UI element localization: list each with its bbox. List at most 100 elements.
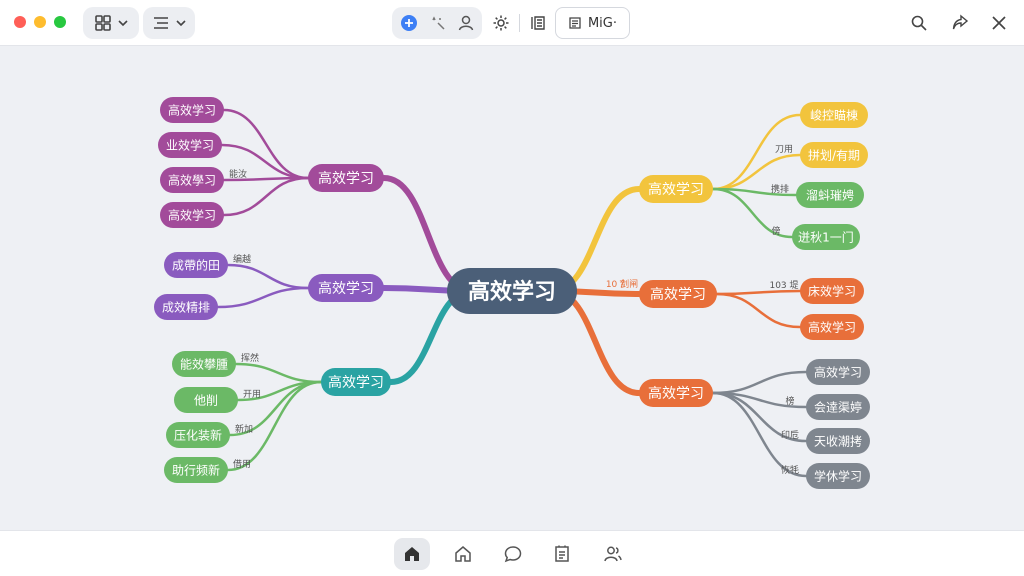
mindmap-canvas[interactable]: 高效学习高效学习高效学习业效学习高效學习能汝高效学习高效学习成帶的田编越成效精排… <box>0 46 1024 530</box>
document-name: MiG· <box>587 15 618 31</box>
branch-node-tl-shape <box>308 164 384 192</box>
doc-icon <box>569 17 581 29</box>
nav-notes-button[interactable] <box>544 538 580 570</box>
child-node-tr-0[interactable]: 峻控瞄棟 <box>800 102 868 128</box>
child-node-tr-2[interactable]: 溜蚪璀娉 <box>796 182 864 208</box>
child-node-mr-1[interactable]: 高效学习 <box>800 314 864 340</box>
child-node-mr-0-shape <box>800 278 864 304</box>
child-connector-tr-3 <box>711 187 794 239</box>
branch-node-ml-shape <box>308 274 384 302</box>
child-tag-bl-0: 挥然 <box>241 352 259 364</box>
book-button[interactable] <box>523 8 553 38</box>
child-connector-br-0 <box>711 370 808 395</box>
window-minimize-dot[interactable] <box>34 16 46 28</box>
child-node-bl-3-shape <box>164 457 228 483</box>
child-node-br-0-label: 高效学习 <box>814 364 862 379</box>
child-node-bl-1[interactable]: 他削 <box>174 387 238 413</box>
nav-home-button[interactable] <box>445 538 481 570</box>
branch-node-mr[interactable]: 高效学习 <box>639 280 717 308</box>
child-node-br-2[interactable]: 天收潮拷 <box>806 428 870 454</box>
branch-node-tl[interactable]: 高效学习 <box>308 164 384 192</box>
settings-button[interactable] <box>486 8 516 38</box>
share-icon <box>952 14 969 30</box>
branch-node-tl-label: 高效学习 <box>318 170 374 187</box>
child-node-mr-0[interactable]: 床效学习 <box>800 278 864 304</box>
child-node-ml-1-label: 成效精排 <box>162 299 210 314</box>
child-node-bl-1-label: 他削 <box>194 393 218 407</box>
magic-icon <box>432 16 445 30</box>
child-node-tr-1[interactable]: 拼划/有期 <box>800 142 868 168</box>
child-node-tl-2[interactable]: 高效學习 <box>160 167 224 193</box>
branch-node-bl-label: 高效学习 <box>328 374 384 391</box>
search-icon <box>911 15 927 31</box>
add-node-button[interactable] <box>399 13 419 33</box>
child-connector-bl-3 <box>226 380 323 472</box>
child-node-br-0-shape <box>806 359 870 385</box>
child-node-tr-2-shape <box>796 182 864 208</box>
child-connector-mr-0 <box>715 289 802 296</box>
branch-node-bl-shape <box>321 368 391 396</box>
tool-group <box>392 7 482 39</box>
notes-icon <box>555 545 569 562</box>
home-filled-icon <box>405 547 419 561</box>
child-tag-mr-0: 103 堤 <box>769 280 798 291</box>
child-node-ml-0[interactable]: 成帶的田 <box>164 252 228 278</box>
branch-node-bl[interactable]: 高效学习 <box>321 368 391 396</box>
child-node-mr-1-label: 高效学习 <box>808 319 856 334</box>
child-node-tl-2-shape <box>160 167 224 193</box>
nav-people-button[interactable] <box>595 538 631 570</box>
child-node-br-3[interactable]: 学休学习 <box>806 463 870 489</box>
child-node-tl-1[interactable]: 业效学习 <box>158 132 222 158</box>
child-connector-ml-1 <box>216 286 310 309</box>
child-node-tl-3[interactable]: 高效学习 <box>160 202 224 228</box>
layout-menu-button[interactable] <box>83 7 139 39</box>
nav-chat-button[interactable] <box>495 538 531 570</box>
branch-node-tr-label: 高效学习 <box>648 181 704 198</box>
child-node-bl-0-label: 能效攀腫 <box>180 356 228 371</box>
child-node-tr-1-shape <box>800 142 868 168</box>
child-node-br-1[interactable]: 会逹渠婷 <box>806 394 870 420</box>
child-node-tr-3[interactable]: 迸秋1一门 <box>792 224 860 250</box>
user-button[interactable] <box>457 14 475 32</box>
close-button[interactable] <box>984 8 1014 38</box>
child-node-bl-2[interactable]: 压化装新 <box>166 422 230 448</box>
child-node-tl-1-label: 业效学习 <box>166 137 214 152</box>
window-zoom-dot[interactable] <box>54 16 66 28</box>
child-connector-tl-0 <box>222 108 310 180</box>
child-node-br-2-label: 天收潮拷 <box>814 433 862 448</box>
child-tag-tr-2: 携排 <box>771 183 789 195</box>
child-node-bl-3[interactable]: 助行频新 <box>164 457 228 483</box>
child-connector-tr-0 <box>711 113 802 191</box>
child-tag-br-1: 榜 <box>785 395 794 407</box>
document-chip[interactable]: MiG· <box>555 7 630 39</box>
child-node-tr-0-shape <box>800 102 868 128</box>
share-button[interactable] <box>945 8 975 38</box>
child-tag-bl-2: 新加 <box>235 423 253 435</box>
book-icon <box>531 16 545 30</box>
branch-node-br-label: 高效学习 <box>648 385 704 402</box>
child-connector-br-3 <box>711 391 808 478</box>
child-tag-ml-0: 编越 <box>233 253 251 265</box>
child-node-br-0[interactable]: 高效学习 <box>806 359 870 385</box>
child-node-tl-1-shape <box>158 132 222 158</box>
child-connector-bl-0 <box>234 362 323 384</box>
branch-node-br[interactable]: 高效学习 <box>639 379 713 407</box>
list-menu-button[interactable] <box>143 7 195 39</box>
search-button[interactable] <box>904 8 934 38</box>
child-tag-br-2: 印卮 <box>781 429 799 441</box>
window-close-dot[interactable] <box>14 16 26 28</box>
magic-button[interactable] <box>429 14 447 32</box>
child-node-tl-0-shape <box>160 97 224 123</box>
plus-circle-icon <box>401 15 417 31</box>
branch-node-ml[interactable]: 高效学习 <box>308 274 384 302</box>
child-tag-bl-3: 借用 <box>233 458 251 470</box>
child-node-ml-1[interactable]: 成效精排 <box>154 294 218 320</box>
chevron-down-icon <box>118 20 128 27</box>
branch-node-tr[interactable]: 高效学习 <box>639 175 713 203</box>
home-icon <box>455 546 471 562</box>
child-node-bl-0[interactable]: 能效攀腫 <box>172 351 236 377</box>
child-node-tl-0[interactable]: 高效学习 <box>160 97 224 123</box>
central-topic[interactable]: 高效学习 <box>447 268 577 314</box>
mindmap: 高效学习高效学习高效学习业效学习高效學习能汝高效学习高效学习成帶的田编越成效精排… <box>154 97 870 489</box>
nav-home-active-button[interactable] <box>394 538 430 570</box>
